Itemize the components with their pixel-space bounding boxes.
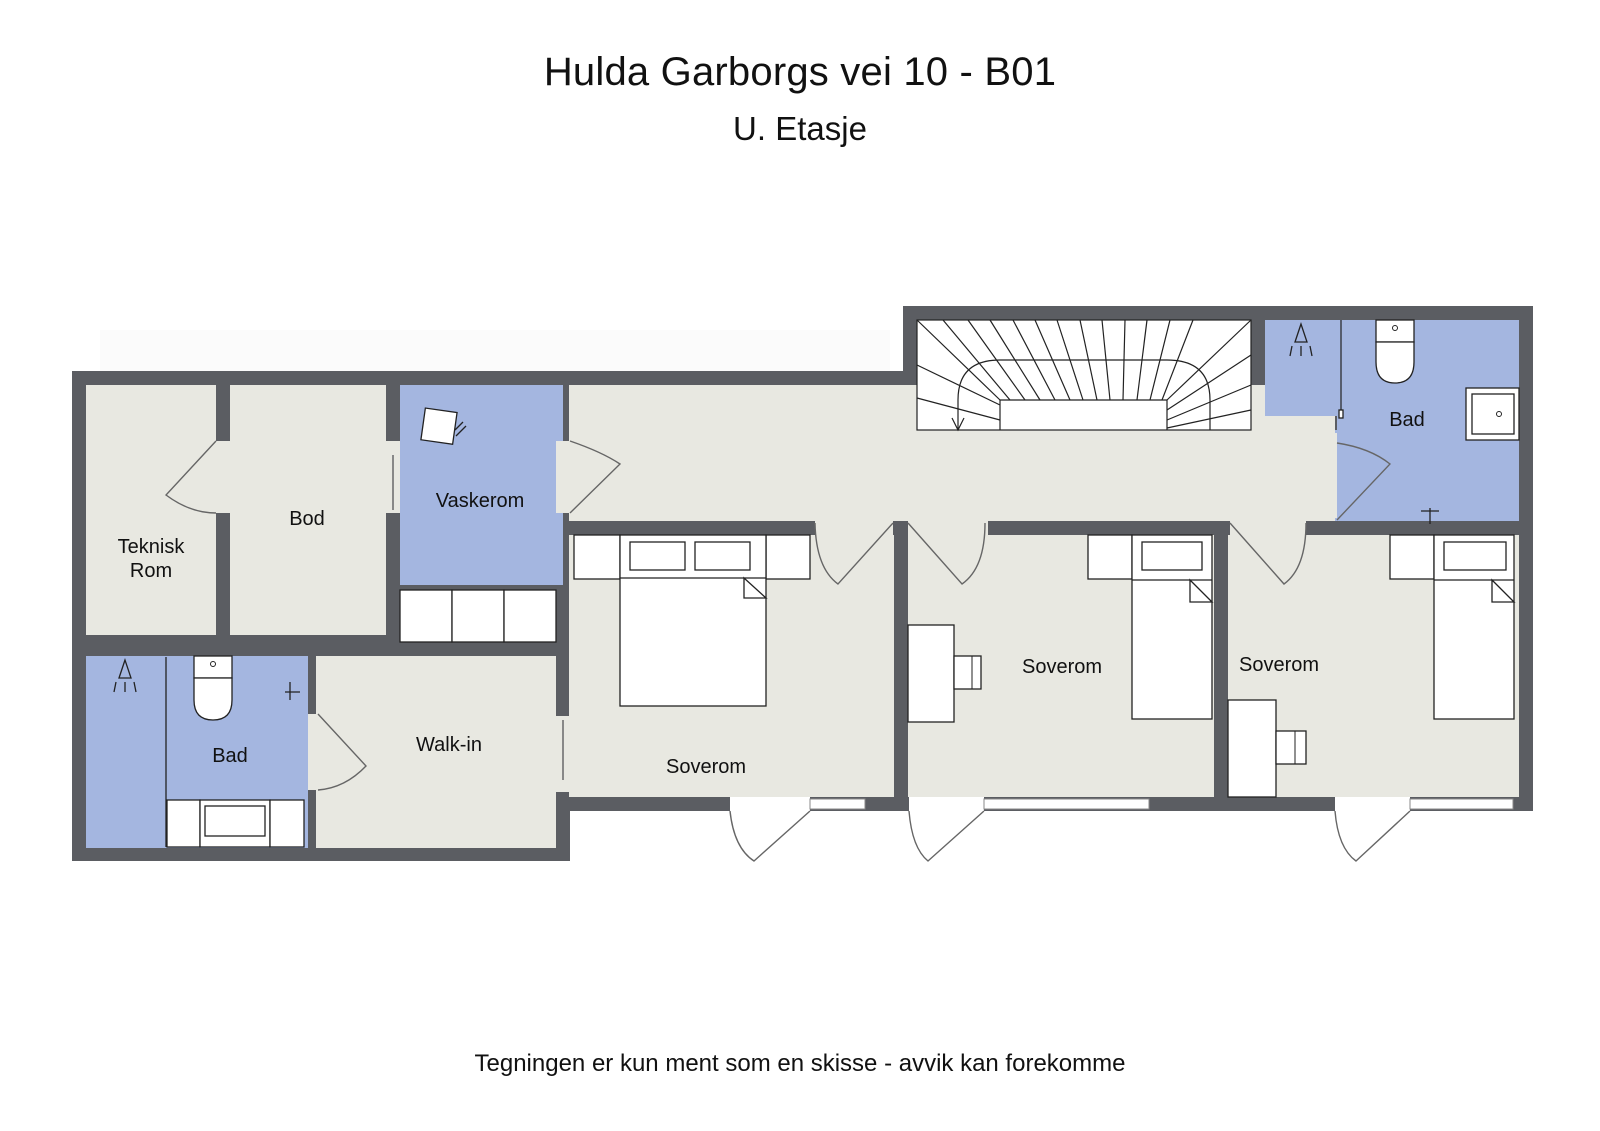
door-bad-left [317, 713, 367, 791]
door-vaskerom [569, 440, 622, 514]
pillow [694, 541, 751, 571]
fixtures [113, 319, 1520, 848]
label-soverom-2: Soverom [1022, 656, 1102, 678]
label-bad-right: Bad [1389, 409, 1425, 431]
pillow [1443, 541, 1507, 571]
sink-icon [199, 799, 271, 848]
faucet-icon [285, 682, 300, 700]
nightstand [1389, 534, 1435, 580]
cabinet [503, 589, 557, 643]
toilet-icon [193, 655, 233, 721]
label-soverom-3: Soverom [1239, 654, 1319, 676]
nightstand [573, 534, 621, 580]
chair-icon [1275, 730, 1307, 765]
door-openings [216, 433, 1514, 811]
faint-background-band [100, 330, 890, 372]
door-exterior-2 [908, 810, 985, 862]
stairs-lines [916, 319, 1252, 432]
label-teknisk: Teknisk [118, 536, 186, 558]
desk-icon [907, 624, 955, 723]
pillow [629, 541, 686, 571]
disclaimer-text: Tegningen er kun ment som en skisse - av… [474, 1050, 1126, 1077]
faucet-icon [1421, 508, 1439, 524]
pillow [1141, 541, 1203, 571]
stairs-direction-arrow-icon [951, 417, 965, 432]
shower-icon [113, 657, 137, 693]
room-labels: Teknisk Rom Bod Vaskerom Bad Walk-in Sov… [118, 409, 1425, 778]
door-soverom-3 [1229, 522, 1307, 585]
chair-icon [953, 655, 982, 690]
washing-machine-icon [420, 407, 458, 445]
door-soverom-1 [814, 522, 894, 585]
cabinet [451, 589, 505, 643]
label-bod: Bod [289, 508, 325, 530]
room-walk-in [316, 656, 556, 848]
nightstand [1087, 534, 1133, 580]
plan-title: Hulda Garborgs vei 10 - B01 [543, 50, 1057, 94]
door-teknisk-rom [164, 440, 217, 514]
label-walk-in: Walk-in [416, 734, 482, 756]
door-swings [164, 440, 1411, 862]
floor-level-label: U. Etasje [733, 110, 867, 147]
room-bod [230, 385, 386, 635]
label-soverom-1: Soverom [666, 756, 746, 778]
desk-icon [1227, 699, 1277, 798]
nightstand [765, 534, 811, 580]
shower-icon [1289, 321, 1313, 357]
room-bad-right-shower [1265, 320, 1337, 416]
door-exterior-3 [1334, 810, 1411, 862]
door-bad-right [1336, 442, 1392, 521]
door-soverom-2 [907, 522, 986, 585]
room-floors [86, 320, 1519, 848]
sink-icon [1465, 387, 1520, 441]
door-exterior-1 [729, 810, 811, 862]
cabinet [399, 589, 453, 643]
label-bad-left: Bad [212, 745, 248, 767]
label-vaskerom: Vaskerom [436, 490, 525, 512]
toilet-icon [1375, 319, 1415, 384]
label-rom: Rom [130, 560, 172, 582]
